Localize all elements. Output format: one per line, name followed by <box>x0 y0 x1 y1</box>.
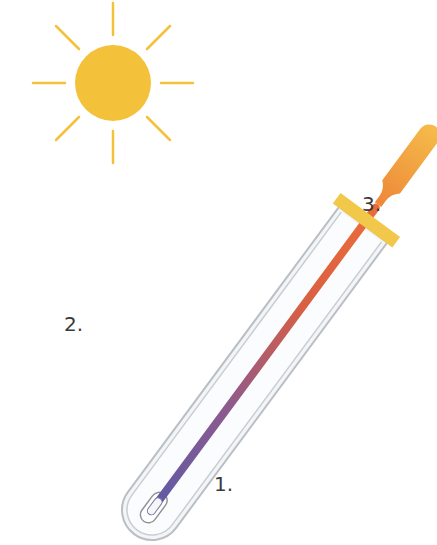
callout-number: 2. <box>64 314 83 334</box>
callout-number: 3. <box>362 194 381 214</box>
vacuum-tube <box>104 105 437 545</box>
callout-number: 1. <box>214 474 233 494</box>
sun <box>33 3 193 163</box>
